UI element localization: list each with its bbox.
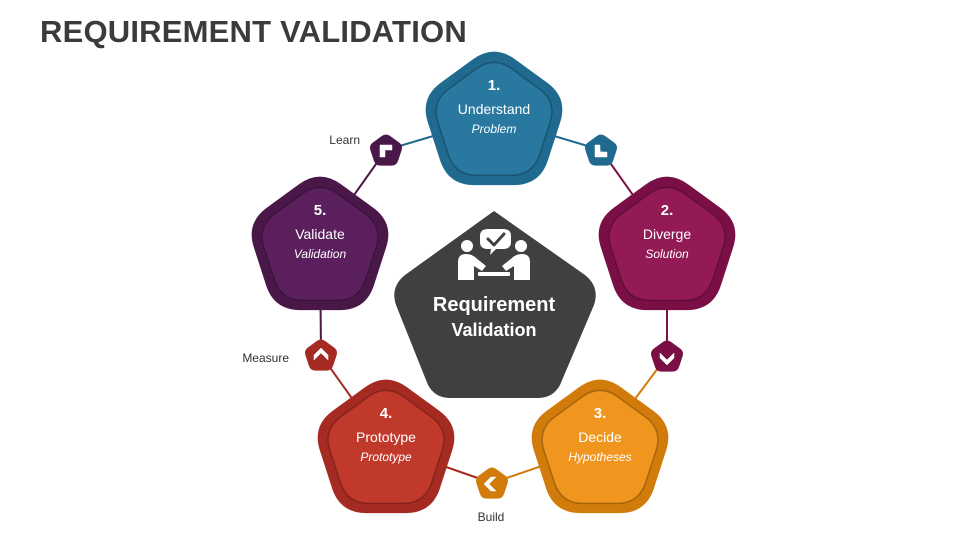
center-pentagon: Requirement Validation: [394, 211, 596, 398]
step-subtitle: Solution: [645, 247, 689, 261]
step-inner-shape: [261, 186, 379, 302]
step-name: Prototype: [356, 429, 416, 445]
arrow-down-right-icon: [594, 144, 608, 158]
arrow-up-right-icon: [379, 144, 393, 158]
step-number: 1.: [488, 77, 501, 94]
step-name: Validate: [295, 226, 345, 242]
step-subtitle: Validation: [294, 247, 347, 261]
step-number: 2.: [661, 202, 674, 219]
center-title-line1: Requirement: [433, 294, 556, 316]
connector-badge: [475, 467, 509, 499]
connector-badge: [584, 134, 618, 166]
connector-1: [584, 134, 618, 166]
chevron-left-icon: [483, 476, 497, 492]
step-name: Decide: [578, 429, 622, 445]
connector-5: Learn: [329, 133, 403, 166]
connector-2: [650, 340, 684, 372]
chevron-up-icon: [313, 347, 329, 361]
connector-badge: [650, 340, 684, 372]
step-subtitle: Prototype: [360, 450, 412, 464]
step-inner-shape: [435, 61, 553, 177]
page-title: REQUIREMENT VALIDATION: [40, 14, 467, 49]
chevron-down-icon: [659, 352, 675, 366]
connector-4: Measure: [242, 339, 338, 371]
step-number: 3.: [594, 405, 607, 422]
step-number: 4.: [380, 405, 393, 422]
step-subtitle: Problem: [472, 122, 517, 136]
step-name: Diverge: [643, 226, 691, 242]
step-inner-shape: [608, 186, 726, 302]
center-title-line2: Validation: [451, 320, 536, 340]
step-number: 5.: [314, 202, 327, 219]
step-inner-shape: [327, 389, 445, 505]
connector-3: Build: [475, 467, 509, 524]
connector-badge: [304, 339, 338, 371]
connector-badges: Build Measure Learn: [242, 133, 684, 524]
center-shape: [394, 211, 596, 398]
two-people-discussion-icon: [458, 229, 530, 280]
step-inner-shape: [541, 389, 659, 505]
connector-label: Learn: [329, 133, 360, 147]
step-subtitle: Hypotheses: [568, 450, 631, 464]
connector-label: Measure: [242, 351, 289, 365]
connector-label: Build: [478, 510, 505, 524]
step-name: Understand: [458, 101, 530, 117]
